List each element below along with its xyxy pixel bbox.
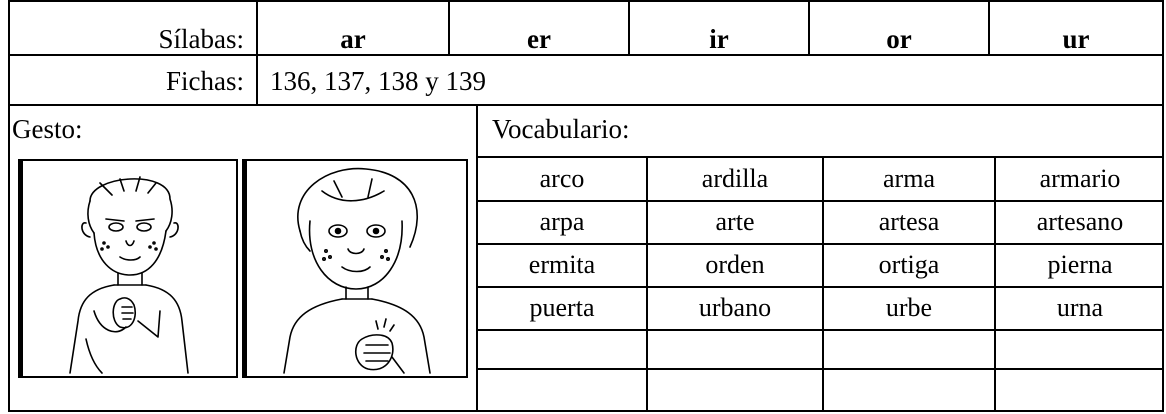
vocab-word: armario bbox=[1039, 164, 1121, 193]
vocabulary-label: Vocabulario: bbox=[492, 114, 630, 144]
syllable-er: er bbox=[527, 24, 551, 54]
vocab-word: orden bbox=[705, 250, 765, 279]
worksheet-frame bbox=[8, 0, 1164, 412]
vocab-word: artesano bbox=[1036, 207, 1124, 236]
vocab-word: arpa bbox=[539, 207, 585, 236]
boy-hand-on-chest-icon bbox=[69, 176, 189, 374]
vocab-word: artesa bbox=[878, 207, 940, 236]
cards-label: Fichas: bbox=[166, 66, 244, 96]
vocab-word: urbano bbox=[698, 293, 772, 322]
vocab-word: ardilla bbox=[701, 164, 769, 193]
syllable-ar: ar bbox=[340, 24, 366, 54]
vocab-word: pierna bbox=[1047, 250, 1113, 279]
girl-fist-gesture-icon bbox=[283, 167, 431, 374]
vocab-word: puerta bbox=[529, 293, 595, 322]
syllable-ur: ur bbox=[1062, 24, 1090, 54]
vocab-word: arma bbox=[883, 164, 935, 193]
vocab-word: ortiga bbox=[878, 250, 940, 279]
syllable-or: or bbox=[886, 24, 912, 54]
vocab-word: urbe bbox=[885, 293, 933, 322]
gesture-label: Gesto: bbox=[12, 114, 83, 144]
vocab-word: arco bbox=[539, 164, 585, 193]
syllables-label: Sílabas: bbox=[158, 24, 245, 54]
vocab-word: ermita bbox=[528, 250, 596, 279]
gesture-image-girl bbox=[242, 159, 468, 378]
vocab-word: urna bbox=[1056, 293, 1104, 322]
syllable-ir: ir bbox=[709, 24, 729, 54]
gesture-image-boy bbox=[18, 159, 238, 378]
cards-value: 136, 137, 138 y 139 bbox=[270, 66, 486, 96]
vocab-word: arte bbox=[715, 207, 755, 236]
